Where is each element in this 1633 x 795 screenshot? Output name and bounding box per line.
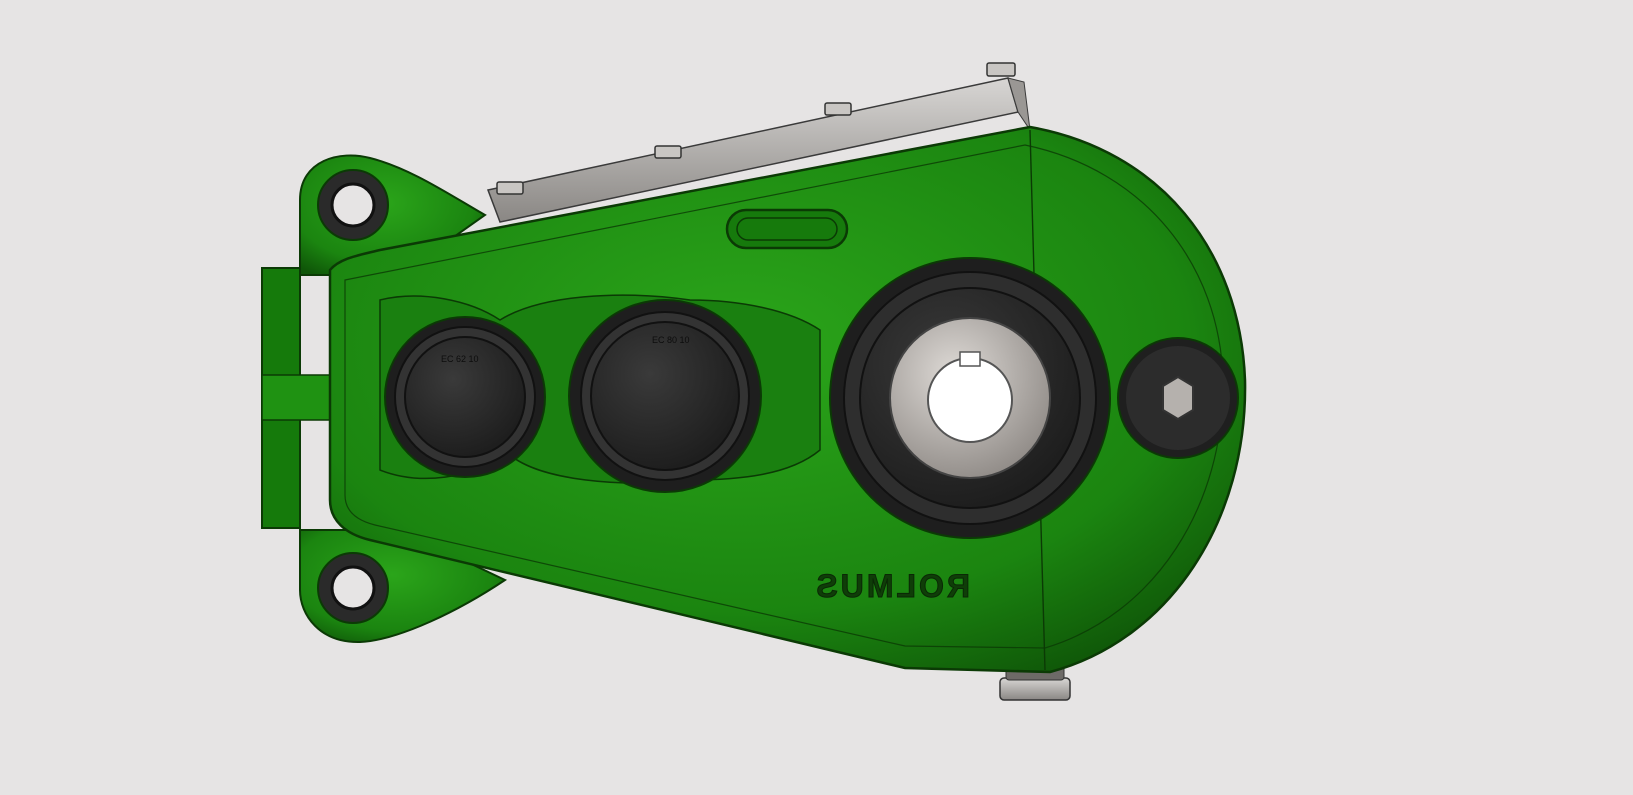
- oil-sight-slot: [725, 208, 849, 250]
- cover-bolts: [496, 62, 1016, 195]
- housing-edge-line: [344, 144, 1224, 649]
- seal-1-label: EC 62 10: [441, 354, 479, 364]
- bolt: [496, 181, 524, 195]
- output-shaft-hub: [829, 257, 1111, 539]
- bolt: [824, 102, 852, 116]
- oil-seal-medium: EC 80 10: [568, 299, 762, 493]
- bolt: [654, 145, 682, 159]
- shaft-bore: [927, 357, 1013, 443]
- keyway: [959, 351, 981, 367]
- bolt: [986, 62, 1016, 77]
- upper-mounting-hole: [317, 169, 389, 241]
- lower-mounting-hole: [317, 552, 389, 624]
- oil-seal-small: EC 62 10: [384, 316, 546, 478]
- seal-2-label: EC 80 10: [652, 335, 690, 345]
- brand-emboss: ROLMUS: [813, 568, 970, 604]
- torque-arm-pivot: [1117, 337, 1239, 459]
- hex-socket-icon: [1162, 375, 1194, 421]
